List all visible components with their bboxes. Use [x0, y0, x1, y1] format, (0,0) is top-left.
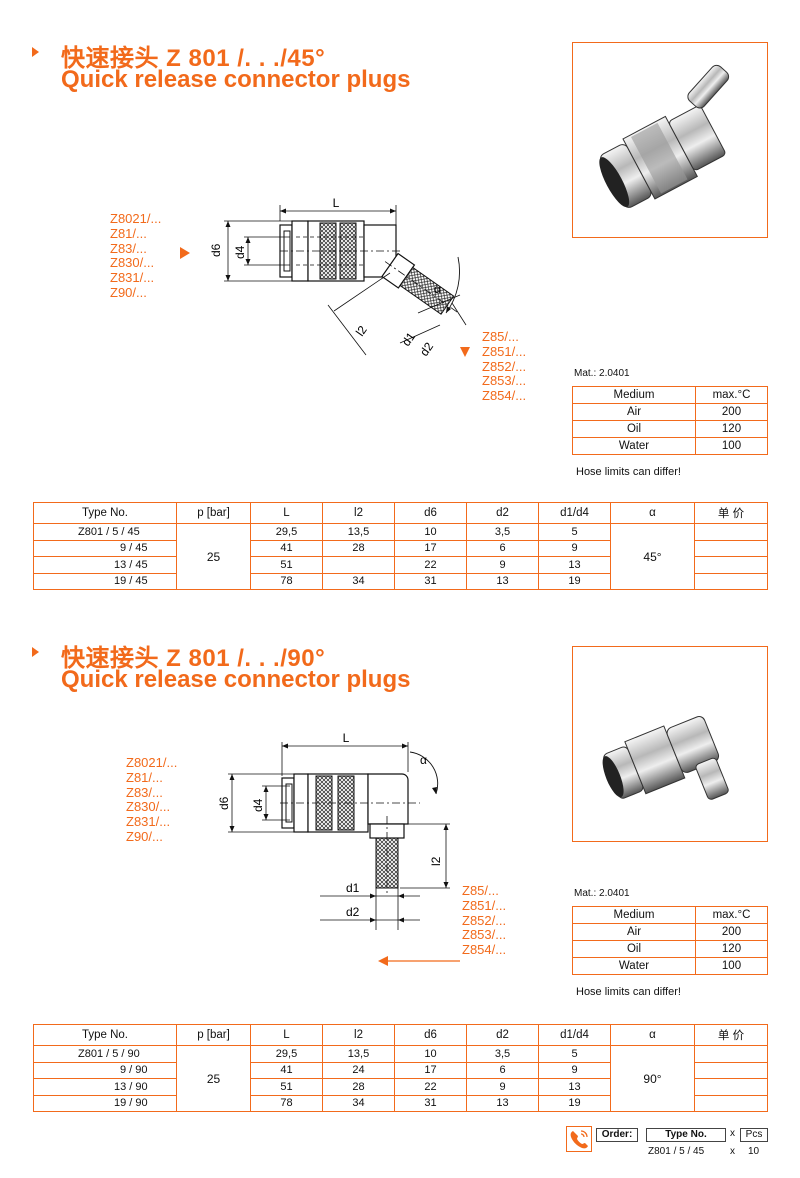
arrow-down-icon — [460, 347, 470, 357]
dim-d1: d1 — [346, 881, 360, 895]
order-box: Order: Type No. x Pcs Z801 / 5 / 45 x 10 — [566, 1126, 770, 1162]
dim-d6: d6 — [217, 796, 231, 810]
compatible-left: Z8021/... Z81/... Z83/... Z830/... Z831/… — [126, 755, 178, 844]
compatible-right: Z85/... Z851/... Z852/... Z853/... Z854/… — [482, 329, 527, 404]
title-en: Quick release connector plugs — [61, 666, 411, 693]
order-example-times: x — [730, 1146, 735, 1157]
technical-drawing-45: L d6 d4 l2 d1 d2 α — [180, 196, 470, 359]
dim-alpha: α — [420, 753, 427, 767]
title-en: Quick release connector plugs — [61, 66, 411, 93]
table-row: Z801 / 5 / 45 25 29,5 13,5 10 3,5 5 45° — [33, 523, 768, 590]
material: Mat.: 2.0401 — [574, 368, 630, 379]
dim-d2: d2 — [417, 339, 436, 358]
table-row: 19 / 45 78 34 31 13 19 — [33, 572, 768, 590]
order-example-pcs: 10 — [748, 1146, 760, 1157]
dim-d4: d4 — [233, 245, 247, 259]
bullet-triangle-icon — [32, 647, 39, 657]
dim-d1: d1 — [399, 329, 418, 348]
hose-note: Hose limits can differ! — [576, 466, 681, 478]
spec-table-90: Type No. p [bar] L l2 d6 d2 d1/d4 α 单 价 … — [33, 1024, 768, 1112]
compatible-left: Z8021/... Z81/... Z83/... Z830/... Z831/… — [110, 211, 162, 300]
title-zh: 快速接头 Z 801 /. . ./45° — [61, 45, 326, 72]
technical-drawing-90: L d6 d4 α l2 d1 d2 — [217, 731, 460, 966]
table-row: 19 / 90 78 34 31 13 19 — [33, 1094, 768, 1112]
order-times: x — [730, 1128, 735, 1139]
table-row: Z801 / 5 / 90 25 29,5 13,5 10 3,5 5 90° — [33, 1045, 768, 1112]
hose-note: Hose limits can differ! — [576, 986, 681, 998]
section-45: 快速接头 Z 801 /. . ./45° Quick release conn… — [32, 42, 768, 590]
table-row: 9 / 90 41 24 17 6 9 — [33, 1061, 768, 1079]
order-pcs-label: Pcs — [740, 1128, 768, 1142]
order-example-type: Z801 / 5 / 45 — [648, 1146, 705, 1157]
max-temp-header: max.°C — [695, 906, 768, 924]
dim-l2: l2 — [353, 323, 370, 339]
table-row: 9 / 45 41 28 17 6 9 — [33, 539, 768, 557]
dim-l2: l2 — [429, 856, 443, 866]
dim-L: L — [343, 731, 350, 745]
product-photo-90 — [572, 646, 768, 842]
compatible-right: Z85/... Z851/... Z852/... Z853/... Z854/… — [462, 883, 507, 958]
dim-L: L — [333, 196, 340, 210]
product-photo-45 — [572, 42, 768, 238]
phone-icon — [566, 1126, 592, 1152]
medium-header: Medium — [572, 906, 696, 924]
arrow-right-icon — [180, 247, 190, 259]
title-zh: 快速接头 Z 801 /. . ./90° — [61, 645, 326, 672]
section-90: 快速接头 Z 801 /. . ./90° Quick release conn… — [0, 620, 800, 1120]
spec-table-45: Type No. p [bar] L l2 d6 d2 d1/d4 α 单 价 … — [33, 502, 768, 590]
max-temp-header: max.°C — [695, 386, 768, 404]
order-label: Order: — [596, 1128, 638, 1142]
bullet-triangle-icon — [32, 47, 39, 57]
dim-d6: d6 — [209, 243, 223, 257]
dim-d2: d2 — [346, 905, 360, 919]
order-type-label: Type No. — [646, 1128, 726, 1142]
arrow-left-icon — [378, 956, 388, 966]
medium-header: Medium — [572, 386, 696, 404]
table-row: 13 / 45 51 22 9 13 — [33, 556, 768, 574]
material: Mat.: 2.0401 — [574, 888, 630, 899]
dim-d4: d4 — [251, 798, 265, 812]
table-row: 13 / 90 51 28 22 9 13 — [33, 1078, 768, 1096]
dim-alpha: α — [434, 282, 441, 296]
